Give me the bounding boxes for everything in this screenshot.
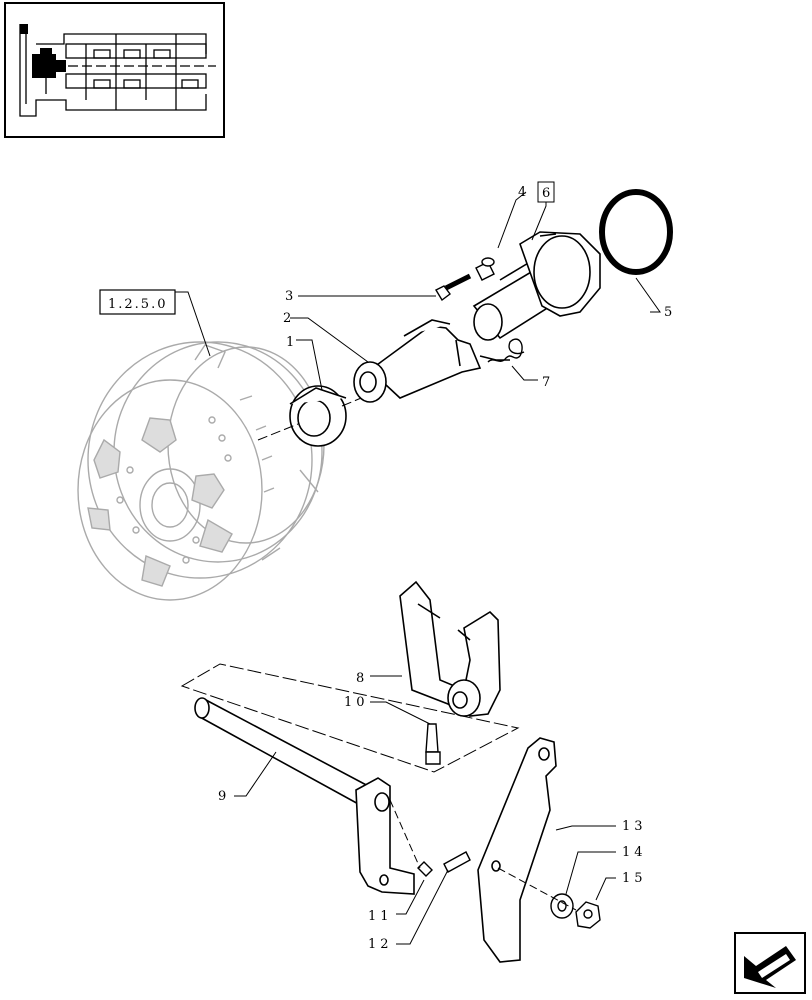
callout-12[interactable]: 12 [368, 937, 393, 952]
fork-pin [425, 723, 441, 765]
hex-screw [435, 273, 472, 302]
washer [550, 893, 574, 919]
reference-box[interactable] [99, 289, 176, 315]
callout-7[interactable]: 7 [542, 375, 550, 390]
callout-6[interactable]: 6 [542, 186, 550, 201]
return-spring [487, 338, 525, 363]
callout-9[interactable]: 9 [218, 789, 226, 804]
pedal-arm [477, 737, 557, 963]
callout-5[interactable]: 5 [664, 305, 672, 320]
callout-6-box [537, 181, 555, 203]
section-thumbnail [4, 2, 225, 138]
callout-3[interactable]: 3 [285, 289, 293, 304]
release-bearing-sleeve [353, 319, 510, 403]
callout-14[interactable]: 14 [622, 845, 647, 860]
guide-sleeve [472, 231, 601, 341]
callout-leaders [175, 191, 661, 945]
next-page-button[interactable] [734, 932, 806, 994]
lever-bolt [417, 851, 471, 877]
shaft-lever [355, 777, 415, 895]
callout-1[interactable]: 1 [286, 335, 294, 350]
clutch-assembly-reference [77, 341, 325, 601]
callout-11[interactable]: 11 [368, 909, 393, 924]
callout-15[interactable]: 15 [622, 871, 647, 886]
bearing-seal-ring [289, 385, 347, 447]
o-ring-seal [599, 189, 673, 275]
callout-4[interactable]: 4 [518, 185, 526, 200]
hex-nut [575, 901, 601, 929]
dowel-pin [475, 257, 495, 281]
transmission-section-thumbnail-icon [19, 24, 216, 117]
callout-10[interactable]: 10 [344, 695, 369, 710]
reference-label: 1.2.5.0 [108, 297, 167, 312]
release-fork [399, 580, 501, 717]
callout-13[interactable]: 13 [622, 819, 647, 834]
callout-2[interactable]: 2 [283, 311, 291, 326]
shaft-outline [180, 663, 520, 773]
next-page-arrow-icon [744, 946, 796, 988]
callout-8[interactable]: 8 [356, 671, 364, 686]
